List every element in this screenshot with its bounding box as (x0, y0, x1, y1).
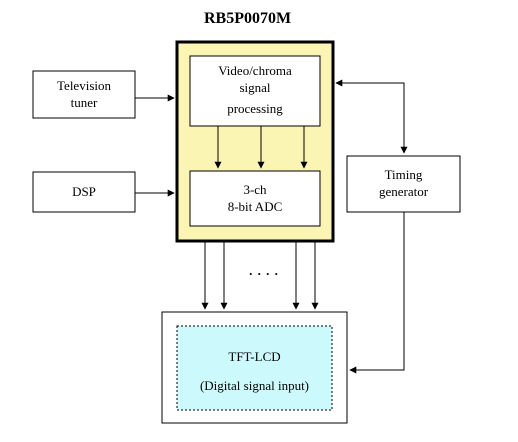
tft-lcd-label: TFT-LCD (228, 349, 281, 364)
video-chroma-line-1: Video/chroma (218, 63, 292, 78)
dsp-label: DSP (72, 184, 96, 199)
adc-line-1: 3-ch (243, 182, 267, 197)
timing-generator-line-2: generator (378, 184, 429, 199)
adc-label: 3-ch 8-bit ADC (190, 181, 320, 215)
video-chroma-box (189, 55, 321, 127)
television-tuner-line-2: tuner (70, 95, 98, 110)
television-tuner-line-1: Television (57, 78, 111, 93)
television-tuner-label: Television tuner (33, 77, 135, 111)
dsp-box (32, 171, 136, 213)
adc-line-2: 8-bit ADC (227, 199, 283, 214)
video-chroma-line-2: signal (239, 80, 271, 95)
chip-timing-link (335, 79, 408, 154)
timing-generator-line-1: Timing (384, 167, 423, 182)
timing-generator-box (346, 155, 461, 213)
television-tuner-box (32, 70, 136, 119)
timing-generator-label: Timing generator (347, 166, 460, 200)
tft-lcd-sublabel: (Digital signal input) (199, 378, 310, 393)
chip-title: RB5P0070M (204, 10, 292, 27)
tft-lcd-screen (176, 325, 333, 411)
video-chroma-label: Video/chroma signal processing (190, 62, 320, 117)
adc-box (189, 170, 321, 227)
video-chroma-line-3: processing (227, 101, 283, 116)
bus-dots: . . . . (249, 263, 279, 278)
timing-to-lcd-arrow (349, 212, 405, 374)
